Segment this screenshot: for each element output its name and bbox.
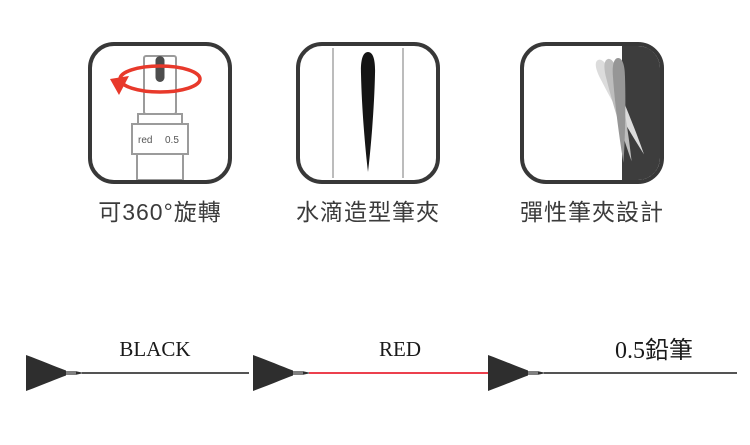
clip-flex-ghost-3 [612,57,626,163]
feature-box-flexible-clip [520,42,664,184]
tip-label-red: red [138,135,152,146]
pen-demo-black [26,355,249,391]
pen-label-black: BLACK [119,337,191,361]
chuck-slot [155,56,165,82]
pen-tip-point [303,371,310,375]
grip-lower-body [136,153,184,180]
pen-tip-sleeve [528,371,538,375]
feature-caption-teardrop: 水滴造型筆夾 [296,199,440,225]
teardrop-clip-illustration [332,48,404,178]
teardrop-clip-shape [360,52,376,172]
rotation-arrowhead-icon [110,76,129,95]
feature-caption-rotation: 可360°旋轉 [98,199,222,225]
pen-label-red: RED [379,337,421,361]
pen-tip-point [538,371,545,375]
pen-tip-cone-icon [253,355,293,391]
pen-tip-sleeve [66,371,76,375]
chuck-collar [137,113,183,125]
grip-label-band [131,123,189,155]
pen-tip-point [76,371,83,375]
feature-box-teardrop-clip [296,42,440,184]
flexible-clip-illustration [595,46,660,180]
pen-tip-cone-icon [26,355,66,391]
pen-demo-red [253,355,489,391]
feature-caption-flexible: 彈性筆夾設計 [520,199,664,225]
rotation-illustration: red 0.5 [110,55,202,180]
pen-demo-pencil [488,355,737,391]
tip-label-size: 0.5 [165,135,179,146]
feature-box-rotation: red 0.5 [88,42,232,184]
pen-label-pencil: 0.5鉛筆 [615,338,693,364]
pen-tip-sleeve [293,371,303,375]
pen-tip-cone-icon [488,355,528,391]
